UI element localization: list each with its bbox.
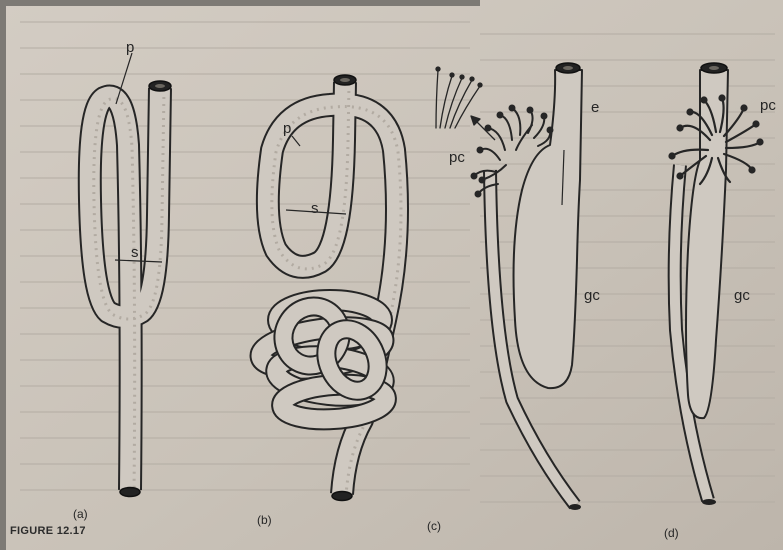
panel-d-tag: (d): [664, 527, 679, 539]
panel-a-label-s: s: [131, 245, 139, 260]
panel-c-tag: (c): [427, 520, 441, 532]
panel-d-bottom-opening: [702, 499, 716, 505]
figure-caption: FIGURE 12.17: [10, 525, 86, 537]
panel-b-bottom-opening: [332, 492, 352, 501]
panel-d-label-gc: gc: [734, 288, 750, 303]
panel-a-bottom-opening: [120, 488, 140, 497]
panel-b-label-s: s: [311, 201, 319, 216]
panel-b-label-p: p: [283, 121, 291, 136]
panel-b-coil: [258, 296, 387, 423]
panel-d-label-pc: pc: [760, 98, 776, 113]
top-dark-strip: [0, 0, 480, 6]
panel-c-label-gc: gc: [584, 288, 600, 303]
panel-b-tag: (b): [257, 514, 272, 526]
panel-c-label-e: e: [591, 100, 599, 115]
panel-c-bottom-opening: [569, 504, 581, 510]
panel-a-label-p: p: [126, 40, 134, 55]
panel-a-tag: (a): [73, 508, 88, 520]
left-dark-strip: [0, 0, 6, 550]
panel-c-label-pc: pc: [449, 150, 465, 165]
